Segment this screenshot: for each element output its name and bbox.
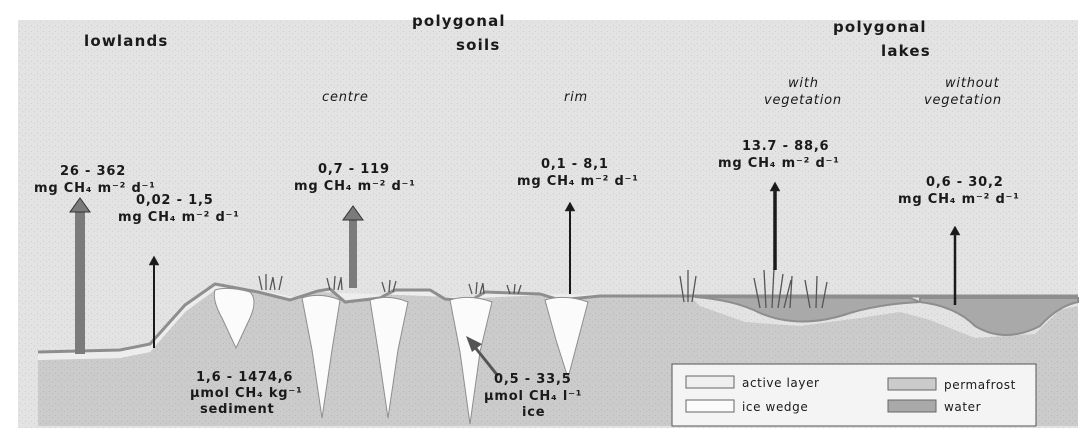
flux-with-vegetation-range: 13.7 - 88,6 [742, 139, 829, 154]
flux-lowlands-low-unit: mg CH₄ m⁻² d⁻¹ [118, 210, 240, 225]
flux-rim-unit: mg CH₄ m⁻² d⁻¹ [517, 174, 639, 189]
sediment-unit: µmol CH₄ kg⁻¹ [190, 386, 303, 401]
ice-range: 0,5 - 33,5 [494, 372, 572, 387]
legend: active layer ice wedge permafrost water [672, 364, 1036, 426]
flux-with-vegetation-unit: mg CH₄ m⁻² d⁻¹ [718, 156, 840, 171]
subheading-with: with [788, 76, 819, 91]
flux-rim-range: 0,1 - 8,1 [541, 157, 609, 172]
legend-swatch-ice-wedge [686, 400, 734, 412]
flux-lowlands-high-range: 26 - 362 [60, 164, 126, 179]
legend-box [672, 364, 1036, 426]
subheading-with-vegetation: vegetation [764, 93, 842, 108]
legend-label-active-layer: active layer [742, 376, 820, 390]
heading-polygonal-lakes-2: lakes [881, 42, 931, 60]
subheading-without-vegetation: vegetation [924, 93, 1002, 108]
legend-label-ice-wedge: ice wedge [742, 400, 808, 414]
flux-lowlands-low-range: 0,02 - 1,5 [136, 193, 214, 208]
flux-without-vegetation-unit: mg CH₄ m⁻² d⁻¹ [898, 192, 1020, 207]
legend-swatch-permafrost [888, 378, 936, 390]
flux-without-vegetation-range: 0,6 - 30,2 [926, 175, 1004, 190]
subheading-rim: rim [564, 90, 588, 105]
heading-polygonal-soils-2: soils [456, 36, 500, 54]
legend-swatch-water [888, 400, 936, 412]
heading-lowlands: lowlands [84, 32, 169, 50]
sediment-range: 1,6 - 1474,6 [196, 370, 293, 385]
subheading-centre: centre [322, 90, 369, 105]
legend-label-permafrost: permafrost [944, 378, 1016, 392]
ice-medium: ice [522, 405, 545, 420]
legend-label-water: water [944, 400, 981, 414]
heading-polygonal-soils: polygonal [412, 12, 506, 30]
flux-centre-range: 0,7 - 119 [318, 162, 390, 177]
legend-swatch-active-layer [686, 376, 734, 388]
flux-centre-unit: mg CH₄ m⁻² d⁻¹ [294, 179, 416, 194]
sediment-medium: sediment [200, 402, 275, 417]
subheading-without: without [945, 76, 1000, 91]
heading-polygonal-lakes: polygonal [833, 18, 927, 36]
ice-unit: µmol CH₄ l⁻¹ [484, 389, 582, 404]
